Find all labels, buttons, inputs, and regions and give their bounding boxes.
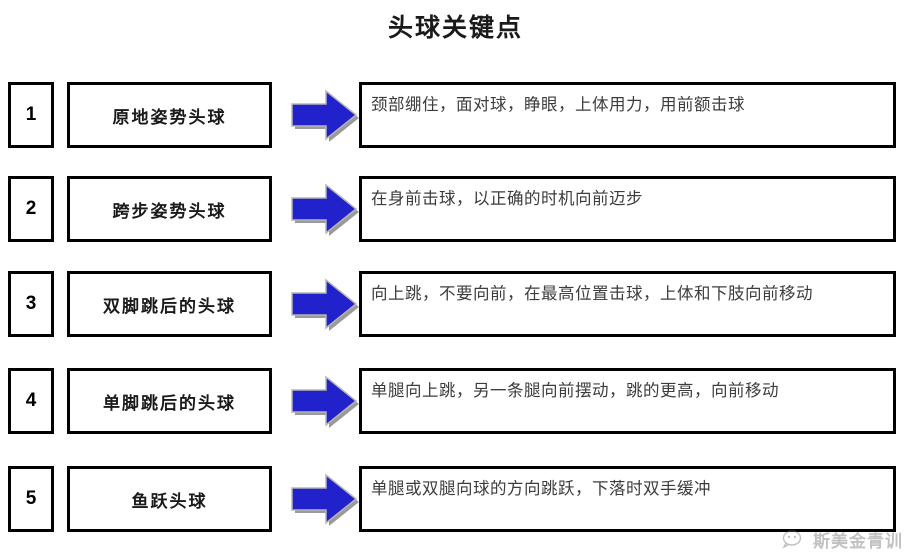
right-arrow-icon bbox=[286, 180, 360, 238]
row-name-box: 单脚跳后的头球 bbox=[67, 368, 272, 434]
table-row: 2 跨步姿势头球 在身前击球，以正确的时机向前迈步 bbox=[0, 176, 911, 246]
row-number-box: 4 bbox=[8, 368, 54, 434]
table-row: 4 单脚跳后的头球 单腿向上跳，另一条腿向前摆动，跳的更高，向前移动 bbox=[0, 368, 911, 438]
row-number-box: 2 bbox=[8, 176, 54, 242]
row-description-box: 向上跳，不要向前，在最高位置击球，上体和下肢向前移动 bbox=[359, 271, 896, 337]
row-name-box: 原地姿势头球 bbox=[67, 82, 272, 148]
table-row: 5 鱼跃头球 单腿或双腿向球的方向跳跃，下落时双手缓冲 bbox=[0, 466, 911, 536]
right-arrow-icon bbox=[286, 275, 360, 333]
row-number-box: 3 bbox=[8, 271, 54, 337]
table-row: 3 双脚跳后的头球 向上跳，不要向前，在最高位置击球，上体和下肢向前移动 bbox=[0, 271, 911, 341]
row-description-box: 单腿或双腿向球的方向跳跃，下落时双手缓冲 bbox=[359, 466, 896, 532]
row-name-box: 跨步姿势头球 bbox=[67, 176, 272, 242]
page-title: 头球关键点 bbox=[387, 14, 523, 42]
right-arrow-icon bbox=[286, 470, 360, 528]
row-description-box: 颈部绷住，面对球，睁眼，上体用力，用前额击球 bbox=[359, 82, 896, 148]
right-arrow-icon bbox=[286, 86, 360, 144]
row-description-box: 单腿向上跳，另一条腿向前摆动，跳的更高，向前移动 bbox=[359, 368, 896, 434]
right-arrow-icon bbox=[286, 372, 360, 430]
row-name-box: 鱼跃头球 bbox=[67, 466, 272, 532]
row-name-box: 双脚跳后的头球 bbox=[67, 271, 272, 337]
table-row: 1 原地姿势头球 颈部绷住，面对球，睁眼，上体用力，用前额击球 bbox=[0, 82, 911, 152]
row-number-box: 5 bbox=[8, 466, 54, 532]
row-description-box: 在身前击球，以正确的时机向前迈步 bbox=[359, 176, 896, 242]
row-number-box: 1 bbox=[8, 82, 54, 148]
